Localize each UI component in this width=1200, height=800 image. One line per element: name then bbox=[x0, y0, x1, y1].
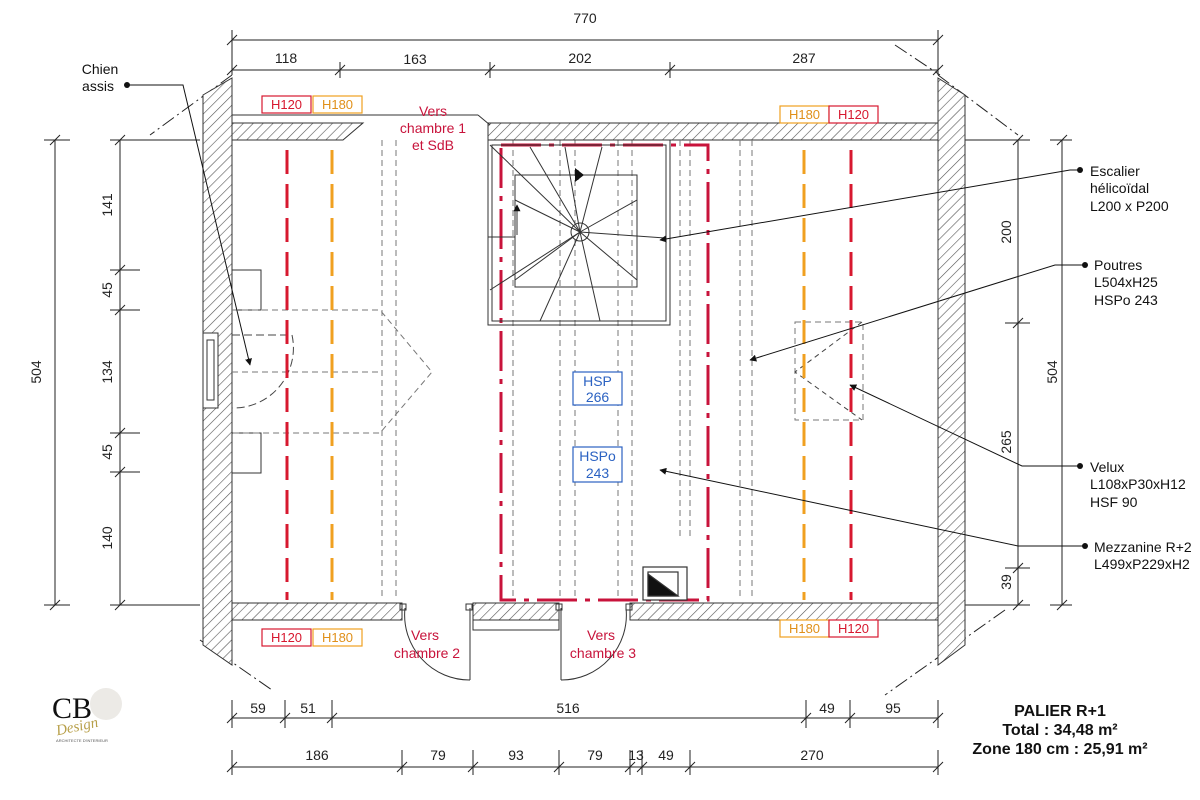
tag-h180-top-left: H180 bbox=[322, 97, 353, 112]
label-vers-chambre-3-line2: chambre 3 bbox=[570, 645, 636, 661]
tag-h180-bottom-right: H180 bbox=[789, 621, 820, 636]
dim-bottom1-4: 49 bbox=[819, 700, 835, 716]
dim-left-4: 45 bbox=[99, 444, 115, 460]
dim-top-1: 118 bbox=[275, 50, 298, 66]
dim-right-2: 265 bbox=[998, 430, 1014, 454]
doors bbox=[372, 114, 633, 681]
tag-h120-top-left: H120 bbox=[271, 97, 302, 112]
dim-left-5: 140 bbox=[99, 526, 115, 550]
walls bbox=[202, 77, 966, 666]
dim-bottom2-5: 13 bbox=[628, 747, 644, 763]
dim-bottom1-3: 516 bbox=[556, 700, 580, 716]
dim-left-2: 45 bbox=[99, 282, 115, 298]
hsp-box bbox=[572, 371, 623, 406]
dim-left-total: 504 bbox=[28, 360, 44, 384]
velux-dot bbox=[1077, 463, 1083, 469]
left-dimensions bbox=[44, 134, 200, 611]
velux-symbol bbox=[794, 321, 863, 421]
escalier-line3: L200 x P200 bbox=[1090, 198, 1169, 214]
label-vers-chambre-2-line2: chambre 2 bbox=[394, 645, 460, 661]
mezzanine-line1: Mezzanine R+2 bbox=[1094, 539, 1192, 555]
chien-assis-line2: assis bbox=[82, 78, 114, 94]
height-tags: H120 H180 H180 H120 H120 H180 H180 H120 bbox=[261, 95, 879, 647]
dim-bottom2-3: 93 bbox=[508, 747, 524, 763]
roof-outline bbox=[149, 44, 1019, 696]
label-vers-chambre-1-line2: chambre 1 bbox=[400, 120, 466, 136]
duct bbox=[642, 566, 688, 601]
dim-top-3: 202 bbox=[568, 50, 592, 66]
tag-h180-top-right: H180 bbox=[789, 107, 820, 122]
escalier-line2: hélicoïdal bbox=[1090, 180, 1149, 196]
mezzanine-dot bbox=[1082, 543, 1088, 549]
right-dimensions bbox=[960, 134, 1072, 611]
leader-lines bbox=[127, 84, 1083, 547]
dim-right-1: 200 bbox=[998, 220, 1014, 244]
hsp-value: 266 bbox=[586, 389, 610, 405]
dim-bottom1-1: 59 bbox=[250, 700, 266, 716]
poutres-line1: Poutres bbox=[1094, 257, 1142, 273]
tag-h120-top-right: H120 bbox=[838, 107, 869, 122]
dim-bottom2-4: 79 bbox=[587, 747, 603, 763]
dim-right-total: 504 bbox=[1044, 360, 1060, 384]
title-block: PALIER R+1 Total : 34,48 m² Zone 180 cm … bbox=[930, 702, 1190, 759]
poutres-line3: HSPo 243 bbox=[1094, 292, 1158, 308]
title-line-2: Total : 34,48 m² bbox=[1002, 722, 1118, 739]
velux-line3: HSF 90 bbox=[1090, 494, 1138, 510]
poutres-dot bbox=[1082, 262, 1088, 268]
escalier-line1: Escalier bbox=[1090, 163, 1140, 179]
dim-bottom1-5: 95 bbox=[885, 700, 901, 716]
velux-line1: Velux bbox=[1090, 459, 1124, 475]
hspo-label: HSPo bbox=[579, 448, 616, 464]
mezzanine-line2: L499xP229xH2 bbox=[1094, 556, 1190, 572]
tag-h120-bottom-left: H120 bbox=[271, 630, 302, 645]
dim-bottom1-2: 51 bbox=[300, 700, 316, 716]
label-vers-chambre-2-line1: Vers bbox=[411, 627, 439, 643]
dim-bottom2-6: 49 bbox=[658, 747, 674, 763]
poutres-line2: L504xH25 bbox=[1094, 274, 1158, 290]
hspo-box bbox=[572, 446, 623, 483]
chien-assis-dot bbox=[124, 82, 130, 88]
logo-tagline: ARCHITECTE D'INTERIEUR bbox=[56, 738, 108, 743]
stair-arrow-icon bbox=[575, 168, 584, 182]
dormer-opening bbox=[231, 334, 294, 409]
dim-left-3: 134 bbox=[99, 360, 115, 384]
logo-initials: CB bbox=[52, 692, 92, 725]
logo: CB Design ARCHITECTE D'INTERIEUR bbox=[52, 688, 122, 743]
tag-h180-bottom-left: H180 bbox=[322, 630, 353, 645]
label-vers-chambre-3-line1: Vers bbox=[587, 627, 615, 643]
dim-bottom2-7: 270 bbox=[800, 747, 824, 763]
dim-top-2: 163 bbox=[403, 51, 427, 67]
chien-assis-line1: Chien bbox=[82, 61, 119, 77]
dim-bottom2-1: 186 bbox=[305, 747, 329, 763]
hsp-label: HSP bbox=[583, 373, 612, 389]
dim-top-4: 287 bbox=[792, 50, 816, 66]
title-line-1: PALIER R+1 bbox=[1014, 703, 1106, 720]
ceiling-lines bbox=[232, 140, 864, 600]
label-vers-chambre-1-line3: et SdB bbox=[412, 137, 454, 153]
dim-total-width: 770 bbox=[573, 10, 597, 26]
spiral-staircase bbox=[487, 139, 671, 326]
dim-bottom2-2: 79 bbox=[430, 747, 446, 763]
hspo-value: 243 bbox=[586, 465, 610, 481]
escalier-dot bbox=[1077, 167, 1083, 173]
bottom-dimensions bbox=[226, 700, 944, 775]
label-vers-chambre-1-line1: Vers bbox=[419, 103, 447, 119]
title-line-3: Zone 180 cm : 25,91 m² bbox=[972, 741, 1148, 758]
height-lines bbox=[285, 150, 853, 600]
velux-line2: L108xP30xH12 bbox=[1090, 476, 1186, 492]
tag-h120-bottom-right: H120 bbox=[838, 621, 869, 636]
dim-right-3: 39 bbox=[998, 574, 1014, 590]
top-dimensions bbox=[226, 30, 944, 78]
dim-left-1: 141 bbox=[99, 193, 115, 217]
